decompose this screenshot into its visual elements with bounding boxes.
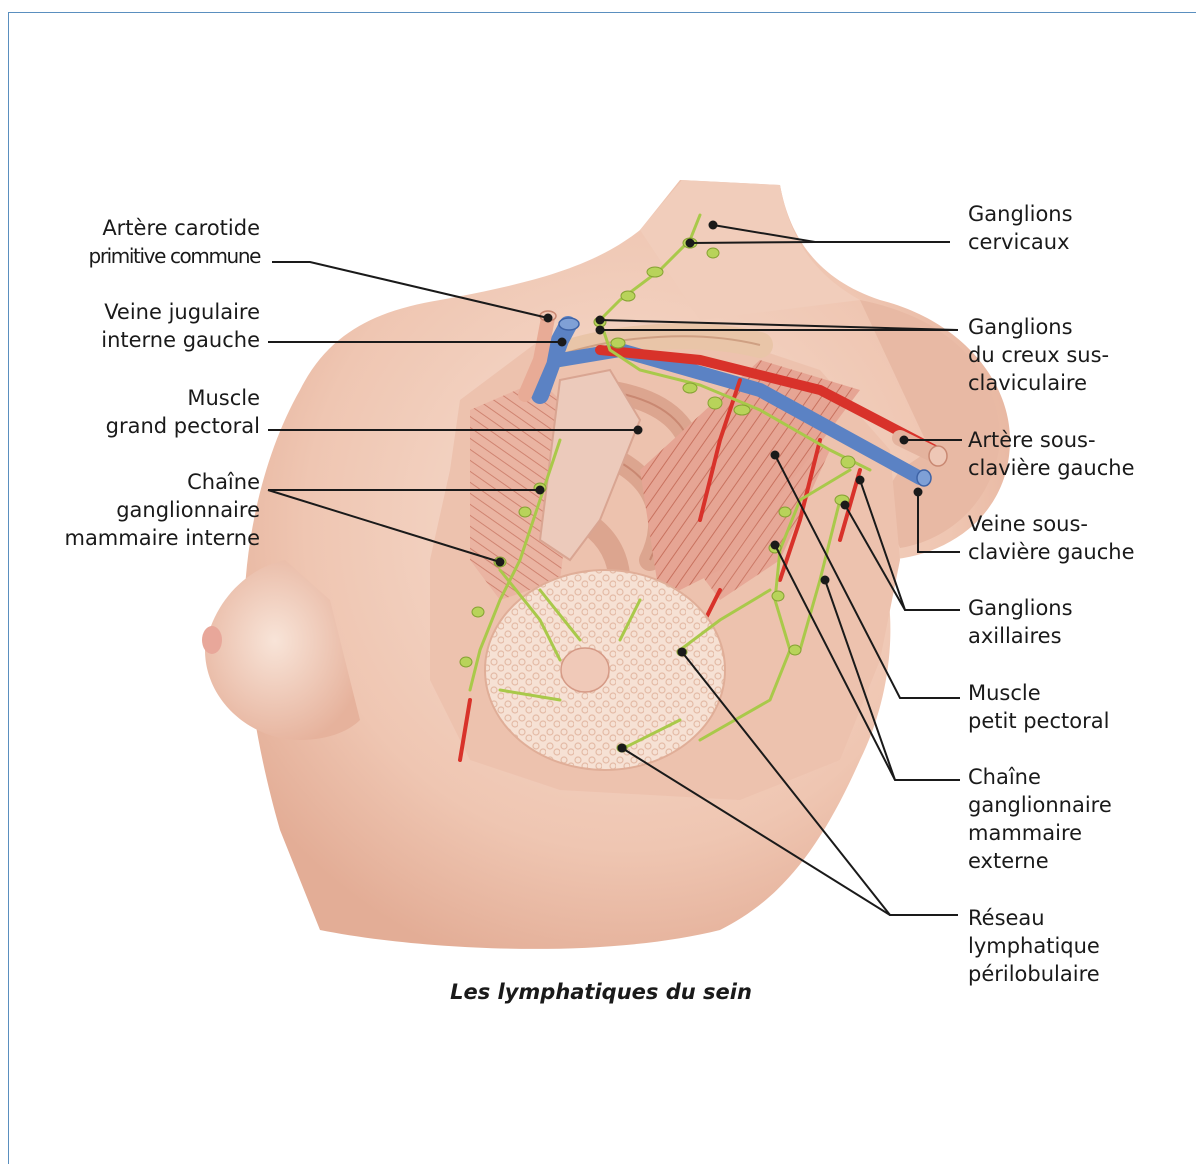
label-artere-sous-claviere: Artère sous- clavière gauche xyxy=(968,426,1134,482)
label-artere-carotide: Artère carotide xyxy=(102,214,260,242)
label-ganglions-axillaires: Ganglions axillaires xyxy=(968,594,1073,650)
label-veine-sous-claviere: Veine sous- clavière gauche xyxy=(968,510,1134,566)
label-primitive-commune: primitive commune xyxy=(89,242,260,270)
label-chaine-externe: Chaîne ganglionnaire mammaire externe xyxy=(968,763,1112,875)
label-veine-jugulaire: Veine jugulaire interne gauche xyxy=(101,298,260,354)
label-ganglions-sus-claviculaires: Ganglions du creux sus- claviculaire xyxy=(968,313,1109,397)
label-petit-pectoral: Muscle petit pectoral xyxy=(968,679,1109,735)
left-nipple xyxy=(202,626,222,654)
caption: Les lymphatiques du sein xyxy=(0,980,1202,1004)
label-ganglions-cervicaux: Ganglions cervicaux xyxy=(968,200,1073,256)
label-reseau-lymphatique: Réseau lymphatique périlobulaire xyxy=(968,904,1100,988)
nipple xyxy=(561,648,609,692)
jugular-vein-stump xyxy=(559,318,579,330)
label-grand-pectoral: Muscle grand pectoral xyxy=(106,384,260,440)
label-chaine-interne: Chaîne ganglionnaire mammaire interne xyxy=(64,468,260,552)
